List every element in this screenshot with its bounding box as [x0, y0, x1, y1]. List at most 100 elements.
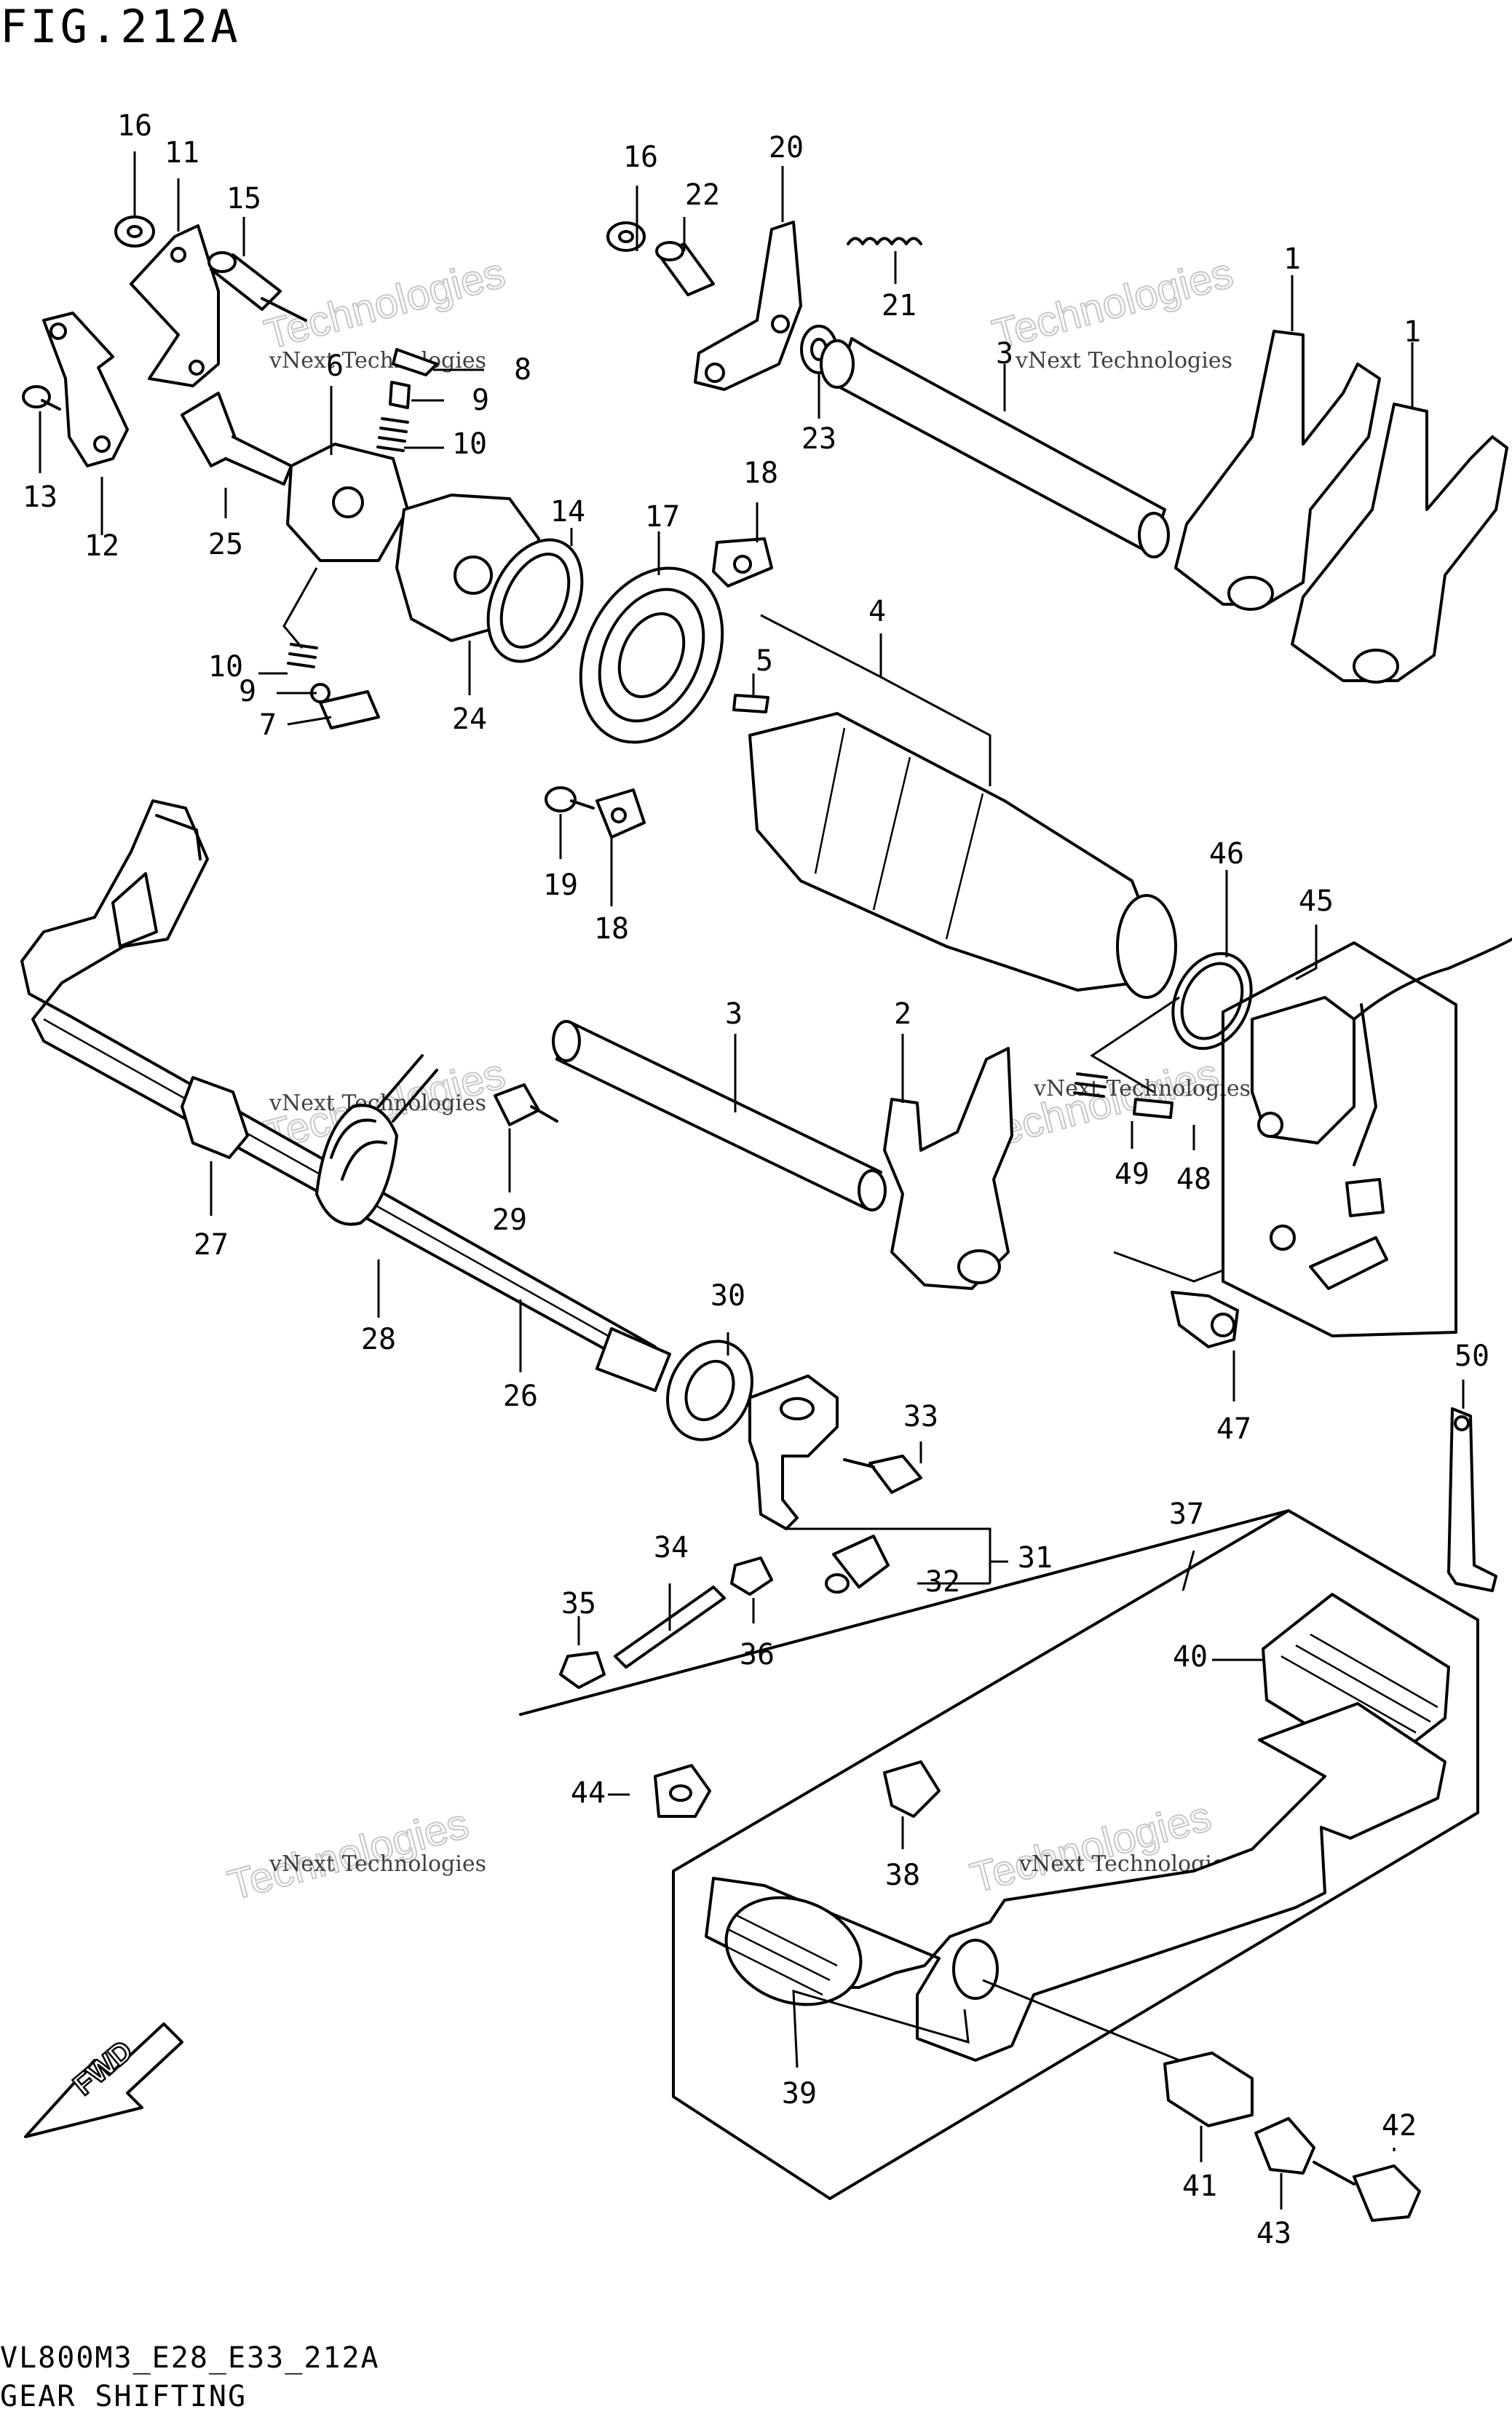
part-29-bolt: [494, 1083, 558, 1126]
watermark-text: vNext Technologies: [1033, 1076, 1251, 1101]
callout-label: 12: [84, 529, 119, 563]
part-3-shaft-lower: [552, 1020, 887, 1211]
callout-label: 31: [1018, 1541, 1053, 1575]
part-31-shift-arm: [748, 1374, 839, 1530]
part-25-bolt: [181, 392, 293, 486]
part-27-bushing: [181, 1076, 249, 1159]
part-50-bracket: [1447, 1407, 1497, 1592]
diagram-code: VL800M3_E28_E33_212A: [0, 2341, 380, 2375]
figure-title: FIG.212A: [0, 0, 241, 53]
part-38-pin: [883, 1760, 941, 1818]
callout-label: 50: [1454, 1340, 1489, 1373]
part-39-shift-lever: [705, 1702, 1446, 2062]
part-48-pin: [1133, 1098, 1173, 1119]
part-15-pin: [207, 251, 307, 322]
assembly-line: [1090, 996, 1224, 1283]
watermark-brand: Technologies: [260, 249, 510, 358]
assembly-line: [982, 1979, 1180, 2062]
callout-label: 14: [550, 495, 585, 529]
part-26-shift-shaft: [20, 799, 671, 1392]
part-14-o-ring: [486, 538, 584, 663]
part-3-shaft-upper: [820, 337, 1170, 558]
part-18-plate-upper: [712, 537, 773, 588]
callout-label: 6: [326, 349, 344, 383]
part-19-bolt: [545, 786, 595, 812]
part-6-cam-drive: [286, 443, 409, 562]
part-7-pawl: [319, 690, 380, 729]
part-43-washer: [1254, 2117, 1315, 2175]
callout-label: 1: [1404, 315, 1421, 349]
callout-label: 17: [645, 500, 680, 534]
part-49-spring: [1073, 1072, 1108, 1098]
callout-label: 32: [925, 1565, 960, 1599]
callout-label: 48: [1176, 1163, 1211, 1196]
watermark-brand: Technologies: [988, 249, 1238, 358]
callout-label: 24: [452, 703, 487, 736]
callout-label: 35: [561, 1587, 596, 1621]
watermark-text: vNext Technologies: [269, 1851, 486, 1877]
callout-label: 4: [868, 595, 886, 628]
part-1-fork-left: [1174, 330, 1381, 611]
part-33-bolt: [843, 1455, 922, 1494]
callout-label: 28: [361, 1323, 396, 1356]
part-2-fork: [883, 1047, 1013, 1290]
part-17-bearing: [579, 566, 724, 744]
part-16-washer-right: [606, 221, 646, 252]
callout-label: 7: [259, 708, 277, 742]
callout-label: 13: [23, 480, 58, 514]
callout-label: 3: [996, 337, 1013, 371]
part-22-pin: [655, 241, 715, 296]
callout-label: 2: [894, 997, 911, 1031]
part-41-bushing: [1163, 2052, 1254, 2127]
callout-label: 26: [503, 1380, 538, 1413]
callout-label: 3: [725, 997, 743, 1031]
part-9-pin-upper: [389, 381, 411, 409]
lever-box-leader: [519, 1509, 1290, 1716]
callout-label: 21: [882, 289, 917, 323]
part-8-pawl: [392, 348, 438, 376]
part-36-nut: [730, 1556, 773, 1596]
part-44-nut: [654, 1764, 711, 1818]
part-47-bolt: [1171, 1291, 1239, 1348]
callout-label: 5: [756, 644, 773, 678]
callout-label: 42: [1382, 2109, 1417, 2143]
part-30-oil-seal: [666, 1340, 753, 1441]
callout-label: 27: [194, 1228, 229, 1262]
callout-label: 30: [711, 1279, 745, 1313]
callout-label: 19: [543, 869, 578, 902]
part-42-bolt: [1313, 2161, 1421, 2222]
callout-label: 22: [685, 178, 720, 212]
part-4-gearshift-cam: [748, 712, 1177, 999]
part-28-spring: [315, 1054, 438, 1226]
part-16-washer-left: [114, 215, 155, 248]
callout-label: 49: [1115, 1158, 1149, 1191]
part-10-spring-lower: [287, 643, 318, 668]
callout-label: 10: [452, 427, 487, 461]
part-18-plate-lower: [595, 788, 646, 839]
part-10-spring-upper: [376, 417, 409, 452]
part-13-screw: [22, 385, 61, 411]
callout-label: 1: [1283, 242, 1301, 276]
callout-label: 40: [1173, 1640, 1208, 1674]
part-21-spring: [847, 237, 922, 245]
callout-label: 44: [571, 1776, 606, 1810]
callout-label: 10: [208, 650, 243, 684]
callout-label: 11: [165, 136, 199, 170]
callout-label: 16: [623, 141, 658, 174]
callout-label: 36: [740, 1638, 775, 1672]
part-1-fork-right: [1291, 403, 1508, 684]
part-37-lever-box: [519, 1509, 1479, 2200]
callout-label: 47: [1216, 1412, 1251, 1446]
callout-label: 9: [472, 384, 489, 417]
callout-labels: 1 1 2 3 3 4 5 6 7 8 9 9 10 10 11 12 13 1…: [23, 109, 1489, 2250]
fwd-arrow-icon: FWD: [24, 2022, 183, 2138]
callout-label: 46: [1209, 837, 1244, 871]
watermark-text: vNext Technologies: [1015, 348, 1232, 373]
part-32-rod-end: [825, 1535, 890, 1594]
part-35-nut: [559, 1651, 606, 1689]
callout-label: 45: [1299, 885, 1334, 918]
callout-label: 41: [1182, 2169, 1217, 2203]
part-46-o-ring: [1171, 952, 1253, 1051]
callout-label: 9: [239, 675, 256, 708]
